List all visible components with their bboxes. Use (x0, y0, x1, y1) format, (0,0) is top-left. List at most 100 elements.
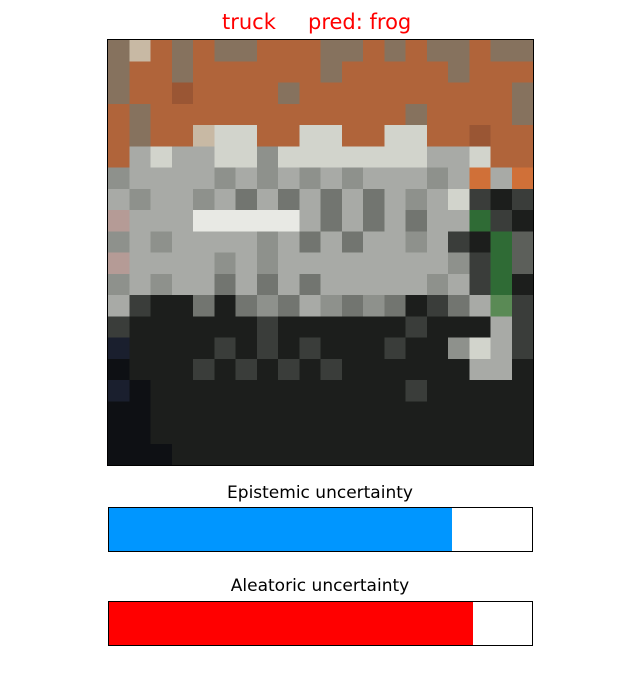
image-pixel (108, 188, 130, 211)
image-pixel (129, 146, 152, 169)
image-pixel (363, 443, 385, 465)
image-pixel (214, 422, 237, 445)
image-pixel (108, 82, 130, 105)
image-pixel (278, 167, 300, 190)
image-pixel (448, 82, 470, 105)
image-pixel (405, 316, 428, 339)
image-pixel (171, 252, 194, 275)
image-pixel (320, 61, 343, 84)
image-pixel (256, 252, 279, 275)
image-pixel (448, 316, 470, 339)
image-pixel (108, 443, 130, 465)
image-pixel (299, 273, 322, 296)
image-pixel (448, 295, 470, 317)
image-pixel (108, 422, 130, 445)
image-pixel (341, 358, 364, 381)
image-pixel (490, 210, 513, 232)
image-pixel (469, 443, 492, 465)
image-pixel (448, 380, 470, 402)
image-pixel (150, 167, 173, 190)
image-pixel (299, 443, 322, 465)
image-pixel (256, 188, 279, 211)
image-pixel (426, 443, 449, 465)
image-pixel (469, 380, 492, 402)
image-pixel (405, 103, 428, 126)
image-pixel (235, 401, 258, 424)
image-pixel (384, 231, 407, 254)
image-pixel (448, 231, 470, 254)
image-pixel (299, 61, 322, 84)
image-pixel (405, 231, 428, 254)
image-pixel (171, 82, 194, 105)
image-pixel (171, 358, 194, 381)
image-pixel (108, 231, 130, 254)
image-pixel (511, 273, 533, 296)
image-pixel (490, 231, 513, 254)
image-pixel (235, 316, 258, 339)
image-pixel (171, 188, 194, 211)
image-pixel (214, 82, 237, 105)
image-pixel (320, 125, 343, 147)
image-pixel (108, 295, 130, 317)
image-pixel (150, 188, 173, 211)
image-pixel (171, 295, 194, 317)
image-pixel (490, 61, 513, 84)
image-pixel (405, 401, 428, 424)
image-pixel (341, 316, 364, 339)
image-pixel (214, 210, 237, 232)
image-pixel (511, 252, 533, 275)
image-pixel (129, 188, 152, 211)
image-pixel (341, 273, 364, 296)
image-pixel (469, 103, 492, 126)
image-pixel (511, 210, 533, 232)
image-pixel (108, 125, 130, 147)
image-pixel (469, 231, 492, 254)
image-pixel (129, 358, 152, 381)
image-pixel (490, 103, 513, 126)
image-pixel (384, 252, 407, 275)
image-pixel (405, 380, 428, 402)
image-pixel (129, 82, 152, 105)
image-pixel (341, 82, 364, 105)
image-pixel (448, 401, 470, 424)
image-pixel (129, 316, 152, 339)
image-pixel (256, 146, 279, 169)
image-pixel (235, 380, 258, 402)
image-pixel (341, 380, 364, 402)
image-pixel (490, 316, 513, 339)
image-pixel (171, 337, 194, 360)
image-pixel (363, 422, 385, 445)
image-pixel (150, 401, 173, 424)
image-pixel (214, 316, 237, 339)
image-pixel (341, 337, 364, 360)
image-pixel (108, 103, 130, 126)
image-pixel (448, 125, 470, 147)
image-pixel (256, 167, 279, 190)
image-pixel (256, 61, 279, 84)
image-pixel (256, 380, 279, 402)
epistemic-uncertainty-fill (109, 508, 452, 551)
image-pixel (214, 231, 237, 254)
image-pixel (426, 61, 449, 84)
image-pixel (426, 295, 449, 317)
image-pixel (171, 125, 194, 147)
image-pixel (490, 380, 513, 402)
image-pixel (469, 40, 492, 62)
image-pixel (150, 316, 173, 339)
image-pixel (384, 401, 407, 424)
image-pixel (363, 380, 385, 402)
image-pixel (278, 380, 300, 402)
image-pixel (171, 443, 194, 465)
image-pixel (150, 146, 173, 169)
image-pixel (448, 443, 470, 465)
image-pixel (150, 273, 173, 296)
image-pixel (150, 82, 173, 105)
image-pixel (320, 401, 343, 424)
image-pixel (193, 103, 215, 126)
image-pixel (320, 316, 343, 339)
image-pixel (448, 337, 470, 360)
image-pixel (150, 443, 173, 465)
image-pixel (511, 125, 533, 147)
image-pixel (235, 103, 258, 126)
image-pixel (171, 40, 194, 62)
